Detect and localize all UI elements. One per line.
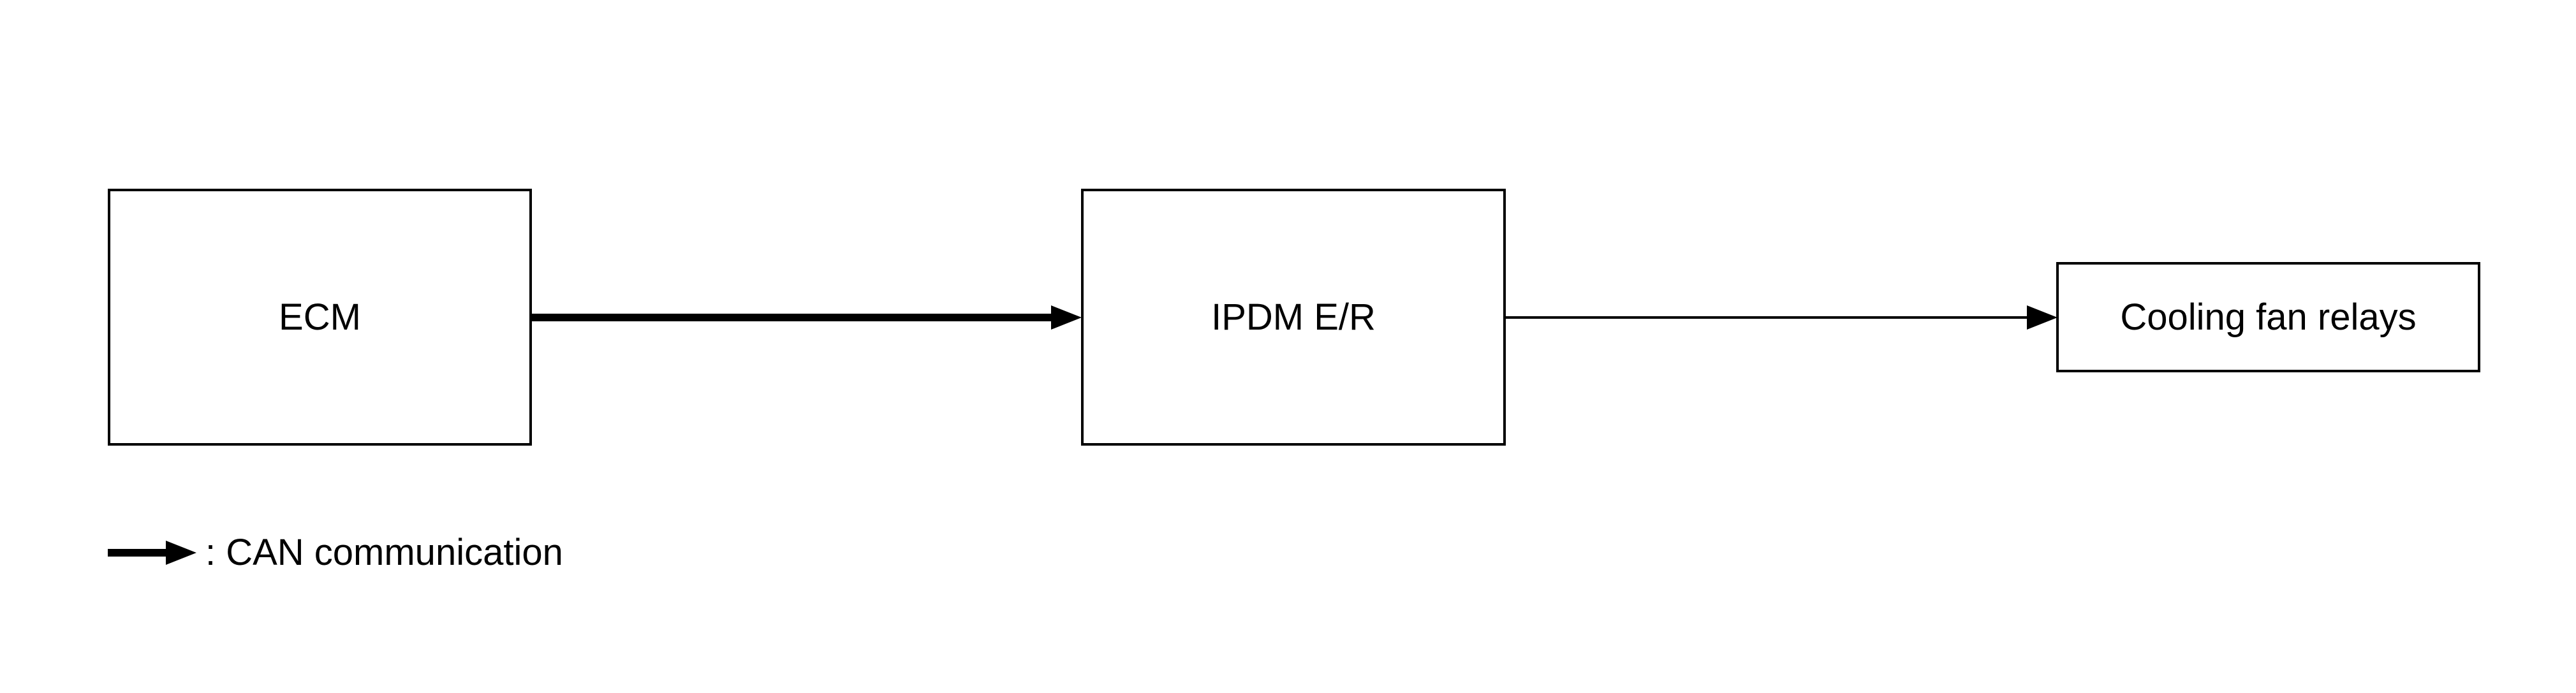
edge-ipdm-to-cooling-arrowhead-icon bbox=[2027, 305, 2057, 330]
legend-label: : CAN communication bbox=[205, 532, 563, 573]
legend: : CAN communication bbox=[108, 523, 563, 583]
node-ecm: ECM bbox=[108, 189, 532, 446]
arrow-head bbox=[166, 541, 196, 565]
edge-ecm-to-ipdm-arrowhead-icon bbox=[1051, 305, 1082, 330]
node-cooling-fan-relays: Cooling fan relays bbox=[2056, 262, 2480, 372]
node-cooling-fan-relays-label: Cooling fan relays bbox=[2120, 296, 2417, 338]
edge-ecm-to-ipdm-line bbox=[532, 314, 1052, 321]
arrow-shaft bbox=[108, 549, 166, 557]
can-communication-arrow-icon bbox=[108, 541, 196, 565]
edge-ipdm-to-cooling-line bbox=[1506, 316, 2028, 319]
node-ipdm-er-label: IPDM E/R bbox=[1211, 296, 1376, 338]
node-ecm-label: ECM bbox=[279, 296, 361, 338]
node-ipdm-er: IPDM E/R bbox=[1081, 189, 1506, 446]
